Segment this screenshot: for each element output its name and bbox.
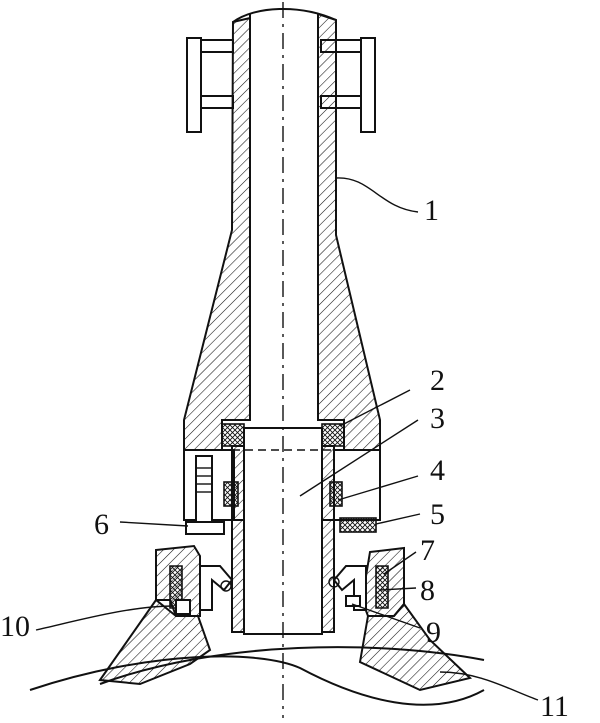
base-flange — [155, 544, 405, 617]
callout-9: 9 — [426, 616, 441, 649]
callout-1: 1 — [424, 194, 439, 227]
base-body — [29, 598, 485, 706]
leader-lines — [35, 177, 539, 701]
seal-ring — [221, 423, 345, 447]
bolt — [185, 455, 225, 535]
callout-4: 4 — [430, 454, 445, 487]
callout-10: 10 — [0, 610, 30, 643]
column-body — [183, 7, 381, 462]
gasket — [339, 517, 377, 533]
callout-6: 6 — [94, 508, 109, 541]
callout-3: 3 — [430, 402, 445, 435]
callout-2: 2 — [430, 364, 445, 397]
callout-11: 11 — [540, 690, 569, 723]
callout-7: 7 — [420, 534, 435, 567]
callout-labels: 1 2 3 4 5 6 7 8 9 10 11 — [0, 194, 569, 723]
callout-5: 5 — [430, 498, 445, 531]
callout-8: 8 — [420, 574, 435, 607]
